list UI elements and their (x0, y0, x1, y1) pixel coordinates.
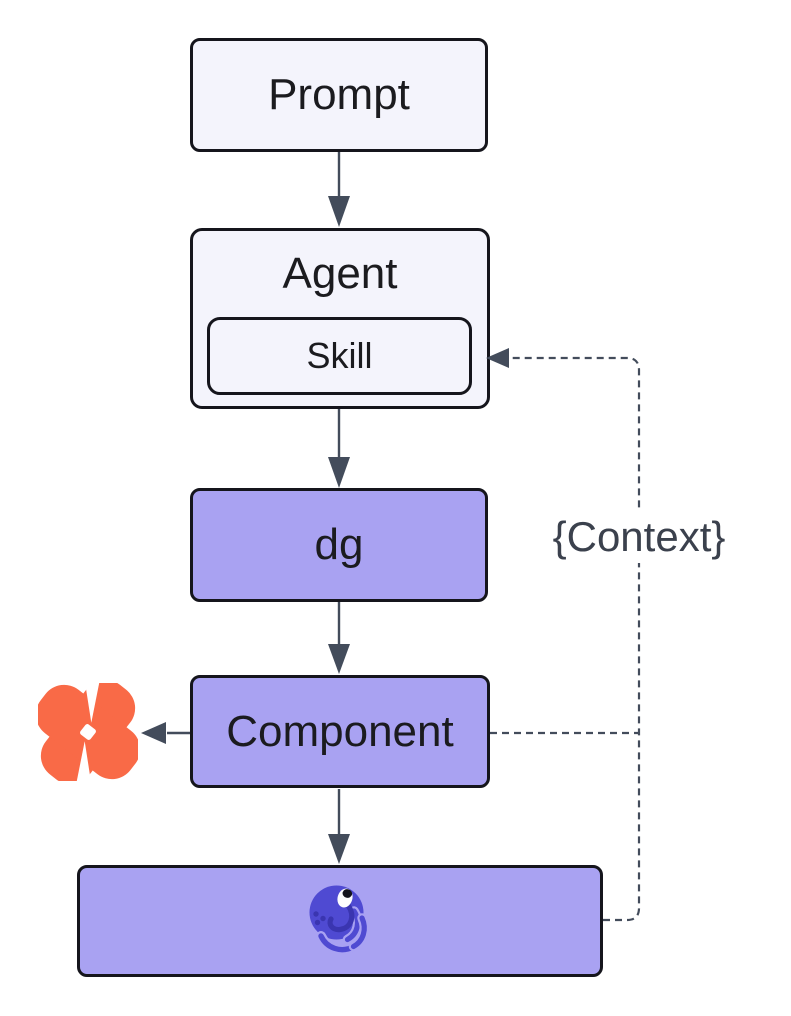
node-dg-label: dg (314, 520, 364, 569)
arrowhead-into-pinwheel (141, 722, 166, 744)
node-component: Component (190, 675, 490, 788)
context-edge-label: {Context} (546, 511, 732, 563)
node-prompt-label: Prompt (268, 70, 410, 119)
arrowhead-into-runtime (328, 834, 350, 864)
node-dg: dg (190, 488, 488, 602)
node-component-label: Component (226, 706, 454, 756)
node-skill-label: Skill (306, 335, 373, 376)
arrowhead-into-component (328, 644, 350, 674)
arrowhead-into-dg (328, 457, 350, 488)
arrowhead-into-agent (328, 196, 350, 227)
edge-runtime-skill-context (509, 356, 641, 922)
node-runtime (77, 865, 603, 977)
node-agent: Agent Skill (190, 228, 490, 409)
octopus-icon (309, 885, 369, 955)
node-agent-label: Agent (282, 249, 398, 298)
node-prompt: Prompt (190, 38, 488, 152)
pinwheel-x-icon (35, 675, 141, 789)
node-skill: Skill (207, 317, 472, 395)
